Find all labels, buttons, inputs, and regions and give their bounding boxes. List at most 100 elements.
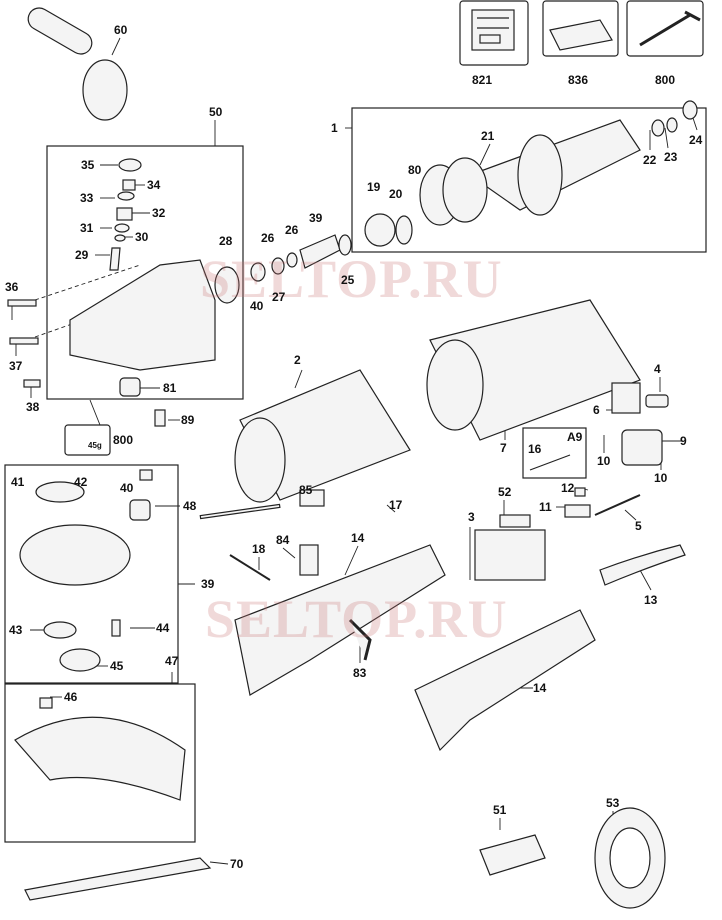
side-handle-60 bbox=[27, 7, 128, 121]
parts bbox=[7, 7, 701, 909]
callout: 48 bbox=[183, 499, 197, 513]
callout: 26 bbox=[261, 231, 275, 245]
spanner-70 bbox=[24, 857, 212, 901]
cover-9 bbox=[621, 429, 663, 466]
callout: 38 bbox=[26, 400, 40, 414]
callout: 21 bbox=[481, 129, 495, 143]
wire-16 bbox=[529, 454, 571, 471]
callout: 46 bbox=[64, 690, 78, 704]
callout: 89 bbox=[181, 413, 195, 427]
callout: 37 bbox=[9, 359, 23, 373]
callout: 44 bbox=[156, 621, 170, 635]
box-gear-housing-50 bbox=[46, 145, 244, 400]
callout: 70 bbox=[230, 857, 244, 871]
callout: 39 bbox=[309, 211, 323, 225]
callout: 53 bbox=[606, 796, 620, 810]
callout: 11 bbox=[539, 500, 552, 514]
callout: 6 bbox=[593, 403, 600, 417]
wrench-800 bbox=[639, 10, 701, 47]
callout: 17 bbox=[389, 498, 403, 512]
stator-2 bbox=[234, 369, 411, 503]
callout: 80 bbox=[408, 163, 422, 177]
screws-36-38 bbox=[7, 299, 41, 388]
callout: 83 bbox=[353, 666, 367, 680]
callout: 14 bbox=[351, 531, 365, 545]
box-836 bbox=[542, 0, 619, 57]
callout: 30 bbox=[135, 230, 149, 244]
callout: 60 bbox=[114, 23, 128, 37]
callout: 13 bbox=[644, 593, 658, 607]
watermark: SELTOP.RU bbox=[200, 249, 503, 309]
callout: 800 bbox=[113, 433, 134, 447]
pinion-stack bbox=[250, 234, 352, 282]
bearing-stack-35-29 bbox=[109, 158, 142, 271]
clamp-11 bbox=[564, 504, 591, 518]
callout: 7 bbox=[500, 441, 507, 455]
callout: 800 bbox=[655, 73, 676, 87]
callout: 35 bbox=[81, 158, 95, 172]
callout: 16 bbox=[528, 442, 542, 456]
callout: 836 bbox=[568, 73, 589, 87]
lever-85 bbox=[299, 489, 325, 507]
gear-assembly-39 bbox=[19, 469, 153, 586]
callout: 34 bbox=[147, 178, 161, 192]
callout: A9 bbox=[567, 430, 583, 444]
rod-18 bbox=[229, 554, 271, 581]
callout: 85 bbox=[299, 483, 313, 497]
callout: 19 bbox=[367, 180, 381, 194]
callout: 10 bbox=[654, 471, 668, 485]
gear-housing-50 bbox=[69, 259, 216, 371]
callout: 28 bbox=[219, 234, 233, 248]
callout: 43 bbox=[9, 623, 23, 637]
fan-21 bbox=[442, 157, 488, 223]
callout: 50 bbox=[209, 105, 223, 119]
callout: 25 bbox=[341, 273, 355, 287]
bushing-81 bbox=[119, 377, 141, 397]
callout: 9 bbox=[680, 434, 687, 448]
box-grease-800 bbox=[64, 424, 111, 456]
box-armature-1 bbox=[351, 107, 707, 253]
callout: 2 bbox=[294, 353, 301, 367]
armature-21 bbox=[468, 117, 678, 216]
callout: 81 bbox=[163, 381, 177, 395]
label-821 bbox=[471, 9, 515, 51]
cable-5 bbox=[594, 494, 641, 516]
callout: 23 bbox=[664, 150, 678, 164]
spring-84 bbox=[299, 544, 319, 576]
callout: 31 bbox=[80, 221, 94, 235]
callout: 22 bbox=[643, 153, 657, 167]
callout: 821 bbox=[472, 73, 493, 87]
callout: 42 bbox=[74, 475, 88, 489]
box-guard-47 bbox=[4, 683, 196, 843]
callout: 24 bbox=[689, 133, 703, 147]
callout: 14 bbox=[533, 681, 547, 695]
callout: 18 bbox=[252, 542, 266, 556]
handle-half-14 bbox=[234, 544, 446, 696]
brush-cap-51 bbox=[479, 834, 546, 876]
carry-insert-836 bbox=[549, 19, 613, 51]
screw-48 bbox=[199, 503, 281, 520]
handle-half-14b bbox=[414, 609, 596, 752]
ring-24 bbox=[682, 100, 698, 120]
callout: 51 bbox=[493, 803, 507, 817]
switch-6 bbox=[611, 382, 641, 414]
callout: 47 bbox=[165, 654, 179, 668]
spring-83 bbox=[348, 618, 372, 661]
callout: 45 bbox=[110, 659, 124, 673]
box-gear-39 bbox=[4, 464, 179, 684]
callout: 27 bbox=[272, 290, 286, 304]
callout: 10 bbox=[597, 454, 611, 468]
box-800 bbox=[626, 0, 704, 57]
callout: 32 bbox=[152, 206, 166, 220]
callout: 26 bbox=[285, 223, 299, 237]
callout: 33 bbox=[80, 191, 94, 205]
callout: 5 bbox=[635, 519, 642, 533]
callout: 36 bbox=[5, 280, 19, 294]
brush-holders-3 bbox=[474, 514, 546, 581]
capacitor-4 bbox=[645, 394, 669, 408]
grease-weight-badge: 45g bbox=[88, 441, 102, 450]
pin-89 bbox=[154, 409, 166, 427]
callout: 12 bbox=[561, 481, 575, 495]
